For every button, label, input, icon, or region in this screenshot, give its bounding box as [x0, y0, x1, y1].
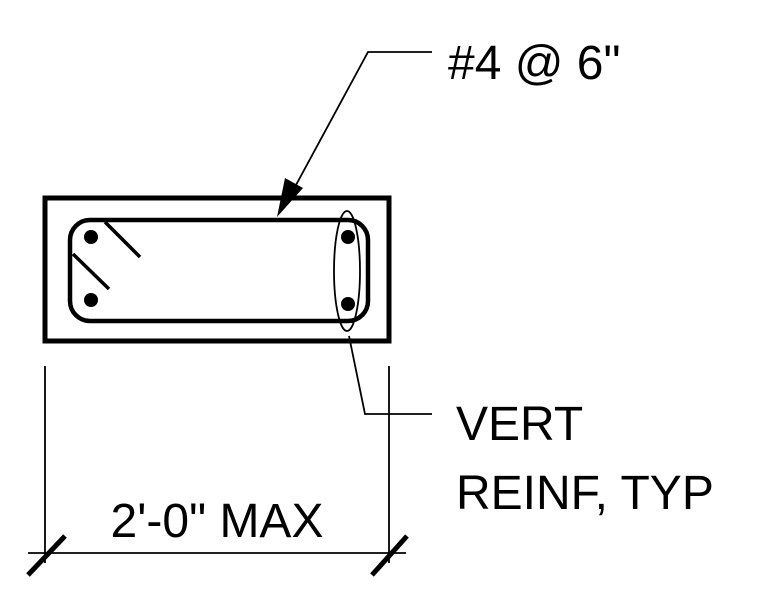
vert-reinf-label-line1: VERT — [456, 398, 583, 451]
rebar-spec-arrowhead — [277, 178, 303, 217]
vertical-bar-bottom-right — [341, 297, 355, 311]
rebar-spec-label: #4 @ 6" — [448, 37, 621, 90]
vert-reinf-leader — [348, 335, 432, 415]
dimension-tick-right — [370, 534, 409, 577]
tie-hook-upper — [103, 220, 142, 259]
vert-reinf-callout-ellipse — [333, 210, 361, 332]
vertical-bar-top-left — [84, 230, 98, 244]
vert-reinf-label-line2: REINF, TYP — [456, 467, 714, 520]
dimension-label: 2'-0" MAX — [111, 495, 324, 548]
vertical-bar-top-right — [341, 230, 355, 244]
rebar-spec-leader — [295, 51, 432, 186]
concrete-section-outline — [42, 195, 392, 344]
rebar-tie — [67, 217, 371, 324]
dimension-tick-left — [26, 534, 67, 577]
vertical-bar-bottom-left — [84, 293, 98, 307]
tie-hook-lower — [71, 252, 111, 291]
